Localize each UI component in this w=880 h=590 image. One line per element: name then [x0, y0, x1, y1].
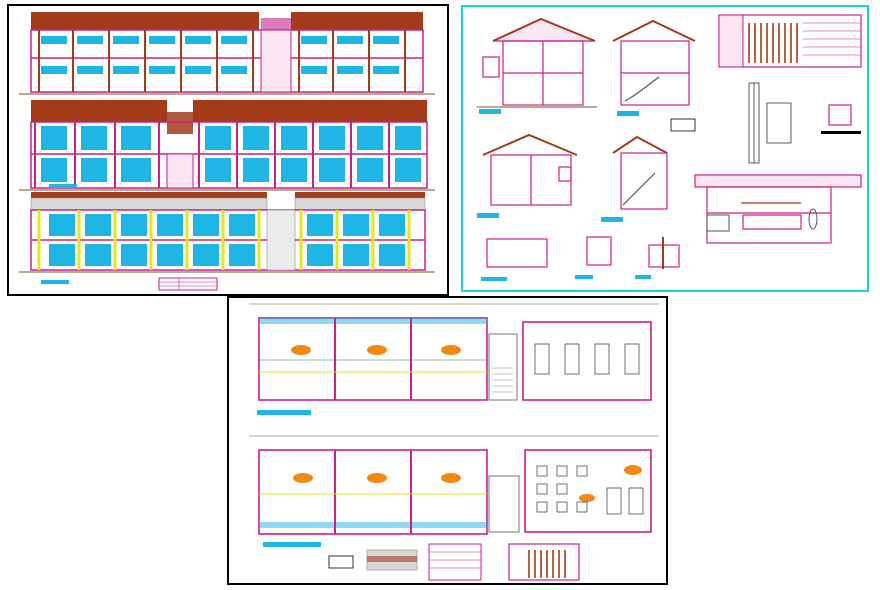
elevations-legend-table [158, 277, 218, 291]
desk-chair-symbol [534, 343, 640, 375]
plan-legend [328, 543, 580, 581]
front-elevation-top [19, 12, 435, 95]
longitudinal-section [694, 174, 862, 244]
title-block-table [718, 14, 862, 68]
sections-sheet[interactable] [461, 5, 869, 292]
floor-plans-sheet[interactable] [227, 296, 668, 585]
rear-elevation-middle [19, 100, 435, 191]
elevations-drawing [19, 12, 435, 291]
column-detail [748, 82, 792, 164]
sections-drawing [477, 14, 862, 281]
upper-floor-plan [249, 303, 659, 415]
side-elevation-bottom [19, 192, 435, 284]
human-scale-figure [808, 208, 818, 230]
section-d-d [612, 135, 668, 210]
section-c-c [482, 133, 578, 206]
slab-detail [821, 104, 861, 134]
ground-floor-plan [249, 435, 659, 547]
section-a-a [482, 17, 596, 106]
section-b-b [612, 19, 696, 106]
foundation-details [486, 236, 680, 269]
elevations-sheet[interactable] [7, 4, 449, 296]
floor-plans-drawing [249, 303, 659, 581]
